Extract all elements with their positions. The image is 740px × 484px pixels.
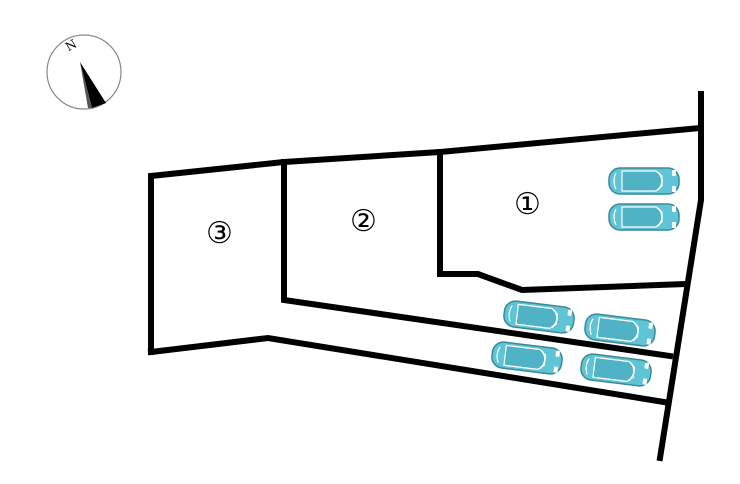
- north-arrow-icon: [80, 62, 106, 108]
- car-icon: [578, 352, 654, 388]
- boundary-lot1: [437, 149, 690, 294]
- lot-3-label: ③: [206, 216, 233, 251]
- car-icon: [582, 312, 658, 348]
- lot-2-label: ②: [350, 204, 377, 239]
- compass: N: [46, 34, 122, 110]
- boundary-right: [656, 91, 704, 462]
- car-icon: [501, 299, 577, 335]
- car-icon: [489, 340, 565, 376]
- boundary-bottom: [147, 334, 668, 406]
- boundary-lot2-driveway: [281, 159, 674, 360]
- car-icon: [608, 203, 680, 231]
- car-icon: [608, 167, 680, 195]
- lot-1-label: ①: [514, 187, 541, 222]
- lot-boundaries: [147, 91, 704, 462]
